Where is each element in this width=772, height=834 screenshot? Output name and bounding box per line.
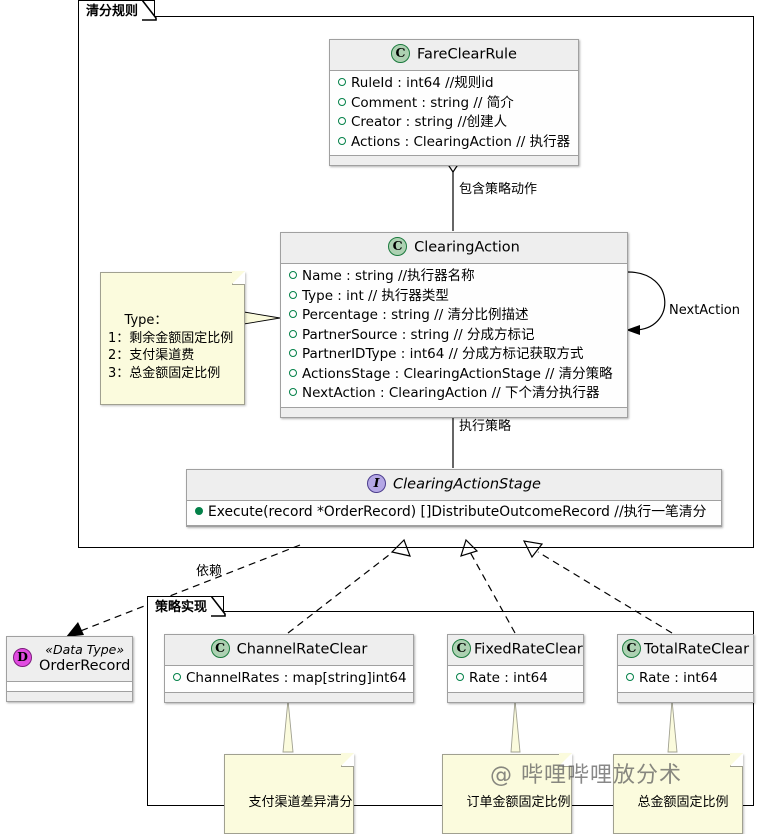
- edge-label-dependency: 依赖: [196, 564, 223, 579]
- visibility-public-icon: [289, 388, 297, 396]
- edge-label-contains-action: 包含策略动作: [459, 182, 538, 197]
- visibility-public-icon: [289, 271, 297, 279]
- note-fold-corner: [232, 271, 245, 285]
- class-order-record-header: D «Data Type» OrderRecord: [7, 637, 132, 682]
- package-rules-tab: 清分规则: [78, 0, 156, 20]
- class-total-rate-clear-methods: [618, 692, 753, 702]
- attribute-row: PartnerIDType : int64 // 分成方标记获取方式: [281, 345, 627, 365]
- visibility-public-icon: [289, 329, 297, 338]
- class-clearing-action-methods: [281, 407, 627, 417]
- attribute-row: ActionsStage : ClearingActionStage // 清分…: [281, 365, 627, 385]
- visibility-public-icon: [289, 349, 297, 357]
- visibility-public-icon: [195, 507, 203, 515]
- class-fare-clear-rule[interactable]: C FareClearRule RuleId : int64 //规则id Com…: [329, 39, 579, 166]
- edge-label-execute-strategy: 执行策略: [459, 419, 512, 434]
- note-fold-corner: [559, 753, 572, 767]
- class-fare-clear-rule-header: C FareClearRule: [330, 40, 578, 71]
- class-fixed-rate-clear-attributes: Rate : int64: [448, 666, 583, 693]
- attribute-row: Percentage : string // 清分比例描述: [281, 306, 627, 326]
- package-impl-tab: 策略实现: [147, 596, 225, 616]
- class-total-rate-clear-name: TotalRateClear: [644, 641, 750, 658]
- note-channel-rate-text: 支付渠道差异清分: [248, 795, 353, 810]
- note-total-rate: 总金额固定比例: [613, 753, 743, 834]
- class-channel-rate-clear[interactable]: C ChannelRateClear ChannelRates : map[str…: [164, 634, 414, 703]
- class-badge-icon: C: [622, 639, 641, 658]
- note-total-rate-text: 总金额固定比例: [637, 795, 729, 810]
- visibility-public-icon: [338, 117, 346, 125]
- class-badge-icon: C: [210, 639, 230, 658]
- package-rules-label: 清分规则: [86, 4, 139, 19]
- package-rules: [78, 16, 754, 548]
- attribute-row: Rate : int64: [448, 669, 583, 689]
- class-clearing-action-stage-name: ClearingActionStage: [393, 476, 541, 493]
- attribute-row: Comment : string // 简介: [330, 94, 578, 114]
- class-order-record-methods: [7, 692, 132, 701]
- class-badge-icon: C: [388, 237, 408, 256]
- class-fare-clear-rule-name: FareClearRule: [417, 46, 517, 63]
- visibility-public-icon: [626, 673, 634, 681]
- attribute-row: Type : int // 执行器类型: [281, 287, 627, 307]
- class-badge-icon: C: [452, 639, 471, 658]
- uml-class-diagram: ClearingAction : aggregation (open diamo…: [6, 0, 754, 834]
- class-clearing-action-stage-methods: Execute(record *OrderRecord) []Distribut…: [187, 501, 721, 526]
- attribute-row: RuleId : int64 //规则id: [330, 74, 578, 94]
- visibility-public-icon: [289, 290, 297, 299]
- note-fold-corner: [730, 753, 743, 767]
- class-order-record[interactable]: D «Data Type» OrderRecord: [6, 636, 133, 702]
- class-clearing-action-name: ClearingAction: [414, 239, 520, 256]
- attribute-row: PartnerSource : string // 分成方标记: [281, 326, 627, 346]
- attribute-row: Rate : int64: [618, 669, 753, 689]
- class-channel-rate-clear-name: ChannelRateClear: [236, 641, 368, 658]
- class-order-record-attributes: [7, 682, 132, 692]
- method-row: Execute(record *OrderRecord) []Distribut…: [187, 503, 721, 523]
- visibility-public-icon: [289, 368, 297, 377]
- visibility-public-icon: [173, 673, 181, 681]
- attribute-row: ChannelRates : map[string]int64: [165, 669, 413, 689]
- class-order-record-stereotype: «Data Type»: [45, 642, 125, 657]
- class-clearing-action-attributes: Name : string //执行器名称 Type : int // 执行器类…: [281, 264, 627, 408]
- class-badge-icon: C: [391, 44, 411, 63]
- note-type-legend: Type： 1：剩余金额固定比例 2：支付渠道费 3：总金额固定比例: [100, 271, 245, 405]
- visibility-public-icon: [289, 310, 297, 318]
- note-fold-corner: [341, 753, 354, 767]
- class-clearing-action-header: C ClearingAction: [281, 233, 627, 264]
- class-fixed-rate-clear-name: FixedRateClear: [474, 641, 583, 658]
- class-channel-rate-clear-header: C ChannelRateClear: [165, 635, 413, 666]
- class-clearing-action-stage-header: I ClearingActionStage: [187, 470, 721, 501]
- note-fixed-rate-text: 订单金额固定比例: [466, 795, 571, 810]
- class-fare-clear-rule-attributes: RuleId : int64 //规则id Comment : string /…: [330, 71, 578, 156]
- datatype-badge-icon: D: [13, 648, 32, 667]
- class-fixed-rate-clear-methods: [448, 692, 583, 702]
- class-clearing-action-stage[interactable]: I ClearingActionStage Execute(record *Ord…: [186, 469, 722, 527]
- attribute-row: NextAction : ClearingAction // 下个清分执行器: [281, 384, 627, 404]
- interface-badge-icon: I: [367, 474, 387, 493]
- note-channel-rate: 支付渠道差异清分: [224, 753, 354, 834]
- class-order-record-name: OrderRecord: [39, 658, 131, 674]
- class-clearing-action[interactable]: C ClearingAction Name : string //执行器名称 Ty…: [280, 232, 628, 418]
- class-total-rate-clear-attributes: Rate : int64: [618, 666, 753, 693]
- edge-label-next-action: NextAction: [669, 303, 740, 318]
- class-fare-clear-rule-methods: [330, 156, 578, 165]
- visibility-public-icon: [338, 78, 346, 86]
- note-fixed-rate: 订单金额固定比例: [442, 753, 572, 834]
- note-type-legend-text: Type： 1：剩余金额固定比例 2：支付渠道费 3：总金额固定比例: [108, 313, 234, 381]
- attribute-row: Name : string //执行器名称: [281, 267, 627, 287]
- attribute-row: Actions : ClearingAction // 执行器: [330, 133, 578, 153]
- attribute-row: Creator : string //创建人: [330, 113, 578, 133]
- visibility-public-icon: [338, 136, 346, 145]
- visibility-public-icon: [338, 97, 346, 106]
- class-channel-rate-clear-attributes: ChannelRates : map[string]int64: [165, 666, 413, 693]
- visibility-public-icon: [456, 673, 464, 681]
- package-impl-label: 策略实现: [155, 600, 208, 615]
- class-channel-rate-clear-methods: [165, 692, 413, 702]
